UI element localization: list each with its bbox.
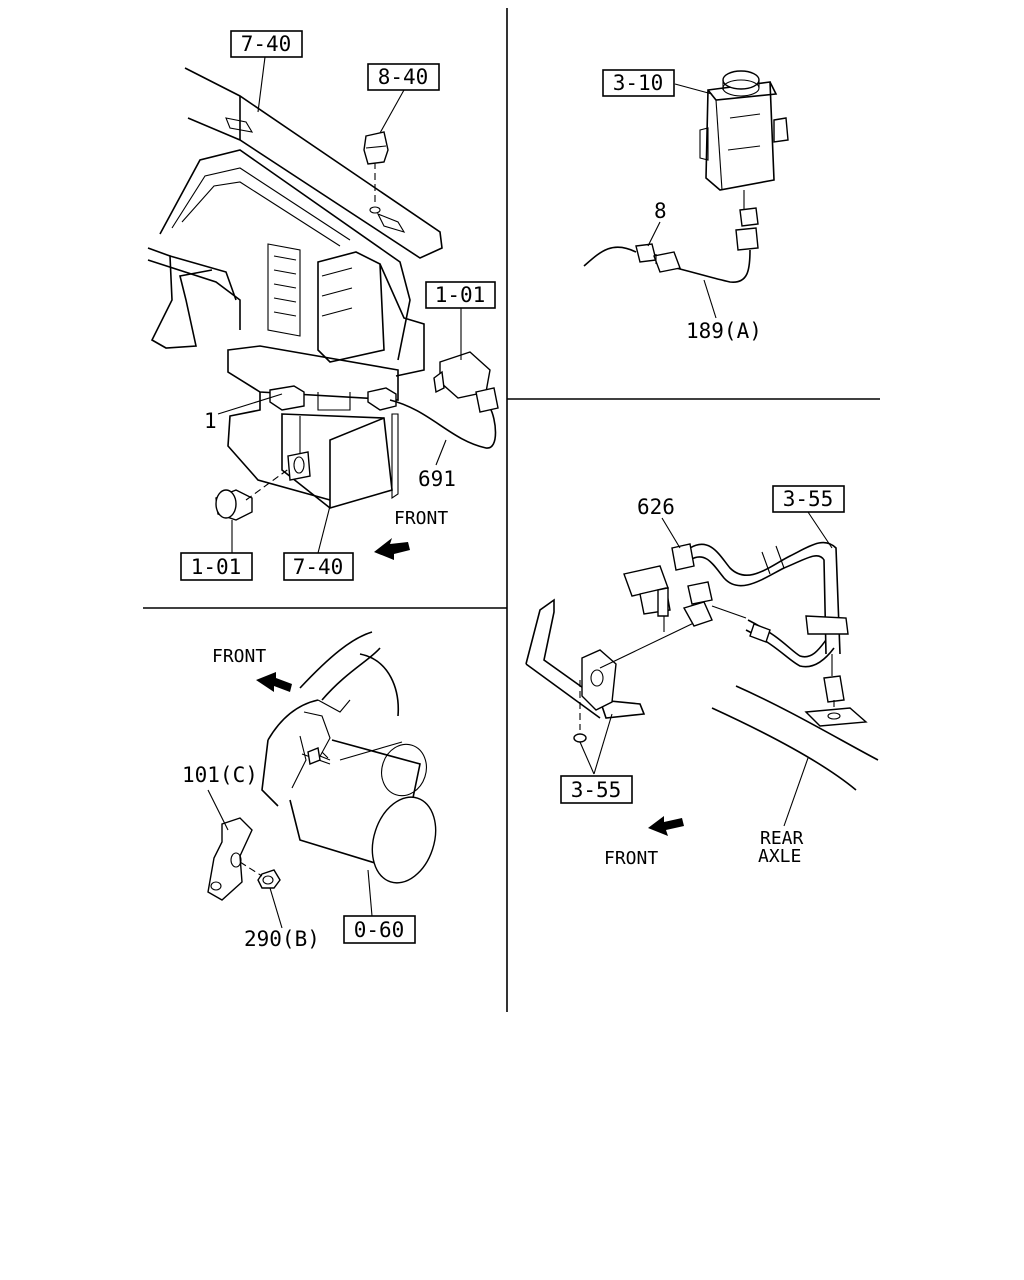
part-label-1: 1 <box>204 409 217 433</box>
svg-text:1-01: 1-01 <box>435 283 486 307</box>
top-right-leaders <box>647 83 717 319</box>
svg-text:7-40: 7-40 <box>241 32 292 56</box>
part-label-626: 626 <box>637 495 675 519</box>
svg-text:1-01: 1-01 <box>191 555 242 579</box>
front-arrow-bottom-left <box>256 672 292 692</box>
ref-box-0-60: 0-60 <box>343 915 416 944</box>
front-label-bottom-right: FRONT <box>604 848 658 869</box>
front-arrow-bottom-right <box>648 816 684 836</box>
pump-assembly <box>207 631 437 901</box>
ref-box-3-10: 3-10 <box>602 69 675 97</box>
front-arrow-top-left <box>374 538 410 560</box>
part-label-101c: 101(C) <box>182 763 258 787</box>
ref-box-3-55-top: 3-55 <box>772 485 845 513</box>
svg-text:8-40: 8-40 <box>378 65 429 89</box>
front-label-bottom-left: FRONT <box>212 646 266 667</box>
part-label-290b: 290(B) <box>244 927 320 951</box>
ref-box-1-01-bottom: 1-01 <box>180 552 253 581</box>
ref-box-7-40-bottom: 7-40 <box>283 552 354 581</box>
svg-text:3-55: 3-55 <box>783 487 834 511</box>
reservoir-assembly <box>583 70 789 283</box>
svg-text:3-10: 3-10 <box>613 71 664 95</box>
valve-assembly <box>525 541 879 791</box>
front-label-top-left: FRONT <box>394 508 448 529</box>
bottom-left-leaders <box>207 789 373 929</box>
ref-box-8-40: 8-40 <box>367 63 440 91</box>
part-label-189a: 189(A) <box>686 319 762 343</box>
panel-dividers <box>143 8 880 1012</box>
svg-text:7-40: 7-40 <box>293 555 344 579</box>
rear-axle-label-line1: REAR <box>760 828 804 849</box>
top-left-leaders <box>217 56 462 554</box>
ref-box-7-40-top: 7-40 <box>230 30 303 58</box>
rear-axle-label-line2: AXLE <box>758 846 801 867</box>
svg-text:3-55: 3-55 <box>571 778 622 802</box>
svg-text:0-60: 0-60 <box>354 918 405 942</box>
ref-box-3-55-bottom: 3-55 <box>560 775 633 804</box>
ref-box-1-01-right: 1-01 <box>425 281 496 309</box>
part-label-8: 8 <box>654 199 667 223</box>
dashboard-assembly <box>147 67 499 521</box>
part-label-691: 691 <box>418 467 456 491</box>
bottom-right-leaders <box>579 511 833 827</box>
